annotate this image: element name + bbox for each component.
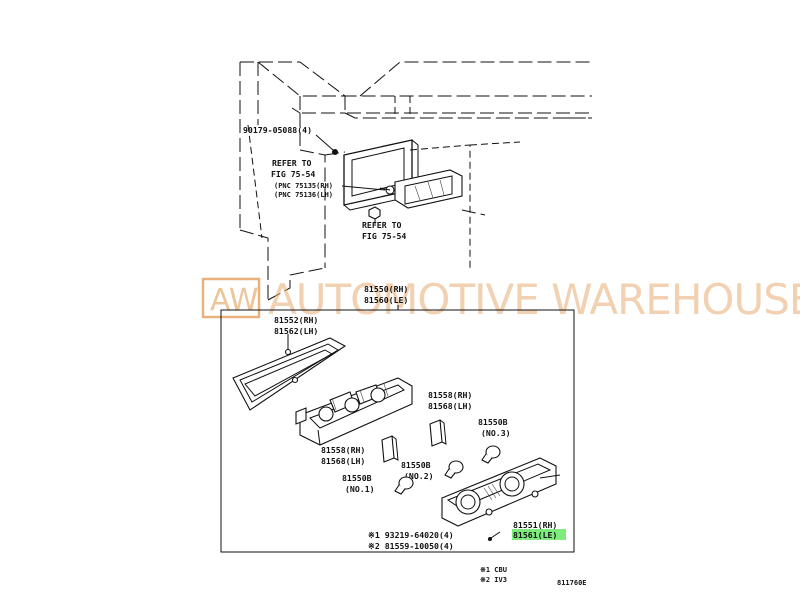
label-pad-a-lh: 81568(LH): [428, 401, 472, 411]
label-refer2-a: REFER TO: [362, 220, 402, 230]
label-pad-a-rh: 81558(RH): [428, 390, 472, 400]
label-bulb3-pn: 81550B: [478, 417, 508, 427]
bulb-no2: [444, 460, 464, 479]
highlight-lens-lh: [512, 529, 566, 540]
label-note1: ※1 CBU: [480, 566, 507, 574]
label-pad-b-rh: 81558(RH): [321, 445, 365, 455]
label-refer1-b: FIG 75-54: [271, 169, 315, 179]
label-refer1-a: REFER TO: [272, 158, 312, 168]
label-refer2-b: FIG 75-54: [362, 231, 406, 241]
label-gasket-lh: 81562(LH): [274, 326, 318, 336]
label-note2: ※2 IV3: [480, 576, 507, 584]
lamp-lens: [441, 457, 561, 527]
label-bulb1-no: (NO.1): [345, 484, 375, 494]
bulb-no3: [481, 445, 501, 464]
label-lens-lh: 81561(LE): [513, 530, 557, 540]
figure-id: 811760E: [557, 579, 587, 587]
label-bulb1-pn: 81550B: [342, 473, 372, 483]
screw: [487, 531, 501, 541]
label-refer1-d: (PNC 75136(LH): [274, 191, 333, 199]
side-marker-lamp-top: [379, 169, 463, 209]
label-gasket-rh: 81552(RH): [274, 315, 318, 325]
label-assy-rh: 81550(RH): [364, 284, 408, 294]
watermark-text: AUTOMOTIVE WAREHOUSE: [268, 275, 800, 324]
label-screw1: ※1 93219-64020(4): [368, 530, 454, 540]
label-refer1-c: (PNC 75135(RH): [274, 182, 333, 190]
watermark: AW AUTOMOTIVE WAREHOUSE: [201, 275, 800, 324]
bolt-top: [315, 134, 338, 155]
label-bulb3-no: (NO.3): [481, 428, 511, 438]
watermark-logo: AW: [210, 283, 259, 318]
pad-left: [381, 435, 399, 463]
label-bulb2-pn: 81550B: [401, 460, 431, 470]
gasket: [232, 334, 347, 411]
assembly-frame: [220, 309, 575, 553]
label-bolt-top: 90179-05088(4): [243, 125, 312, 135]
label-screw2: ※2 81559-10050(4): [368, 541, 454, 551]
nut-top: [368, 206, 381, 224]
label-bulb2-no: (NO.2): [404, 471, 434, 481]
pad-right: [429, 419, 447, 447]
bulb-no1: [394, 476, 414, 495]
label-assy-lh: 81560(LE): [364, 295, 408, 305]
label-lens-rh: 81551(RH): [513, 520, 557, 530]
label-pad-b-lh: 81568(LH): [321, 456, 365, 466]
lamp-housing: [295, 377, 413, 446]
